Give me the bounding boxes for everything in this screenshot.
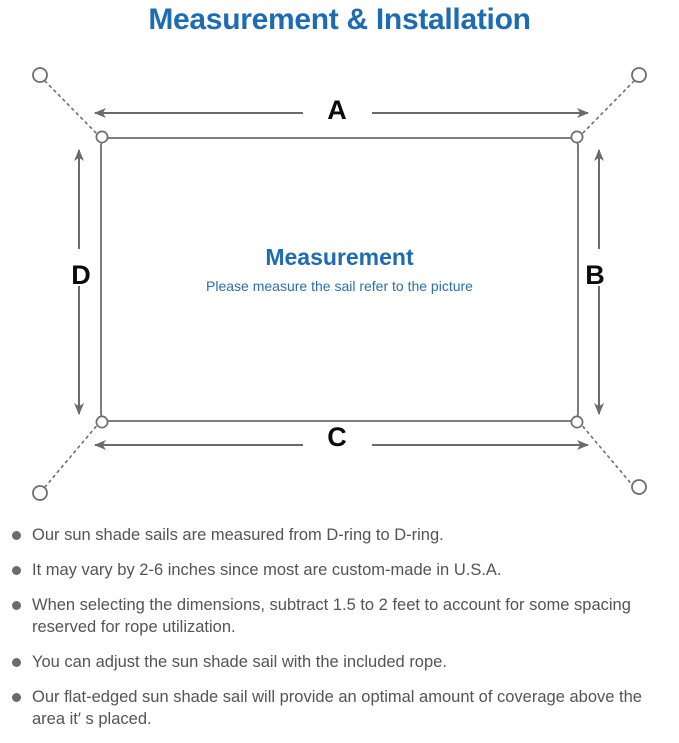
note-text: Our flat-edged sun shade sail will provi… <box>32 688 642 728</box>
rope-line-bottom-left <box>44 422 100 488</box>
rope-line-bottom-right <box>579 422 635 488</box>
rope-lines <box>44 80 635 488</box>
note-text: It may vary by 2-6 inches since most are… <box>32 561 502 579</box>
bullet-icon <box>12 658 21 667</box>
measurement-subtext: Please measure the sail refer to the pic… <box>206 278 473 294</box>
d-ring-bottom-left <box>95 415 109 429</box>
list-item: It may vary by 2-6 inches since most are… <box>0 559 679 581</box>
rope-line-top-right <box>579 80 635 137</box>
sail-body <box>100 137 579 422</box>
d-ring-top-left <box>95 130 109 144</box>
bullet-icon <box>12 566 21 575</box>
anchor-point-top-right <box>631 67 647 83</box>
page-title: Measurement & Installation <box>148 3 531 36</box>
list-item: Our flat-edged sun shade sail will provi… <box>0 686 679 730</box>
d-ring-bottom-right <box>570 415 584 429</box>
note-text: You can adjust the sun shade sail with t… <box>32 653 447 671</box>
note-text: Our sun shade sails are measured from D-… <box>32 526 444 544</box>
bullet-icon <box>12 601 21 610</box>
d-ring-top-right <box>570 130 584 144</box>
bullet-icon <box>12 531 21 540</box>
list-item: Our sun shade sails are measured from D-… <box>0 524 679 546</box>
note-text: When selecting the dimensions, subtract … <box>32 596 631 636</box>
bullet-icon <box>12 693 21 702</box>
sail-diagram <box>0 46 679 516</box>
d-rings <box>95 130 584 429</box>
notes-list: Our sun shade sails are measured from D-… <box>0 524 679 743</box>
dimension-label-c: C <box>327 422 347 452</box>
dimension-label-a: A <box>327 95 347 125</box>
dimension-label-d: D <box>71 260 91 290</box>
list-item: When selecting the dimensions, subtract … <box>0 594 679 638</box>
dimension-label-b: B <box>585 260 605 290</box>
anchor-points <box>32 67 647 501</box>
anchor-point-top-left <box>32 67 48 83</box>
measurement-heading: Measurement <box>265 244 414 270</box>
anchor-point-bottom-left <box>32 485 48 501</box>
rope-line-top-left <box>44 80 100 137</box>
anchor-point-bottom-right <box>631 479 647 495</box>
list-item: You can adjust the sun shade sail with t… <box>0 651 679 673</box>
